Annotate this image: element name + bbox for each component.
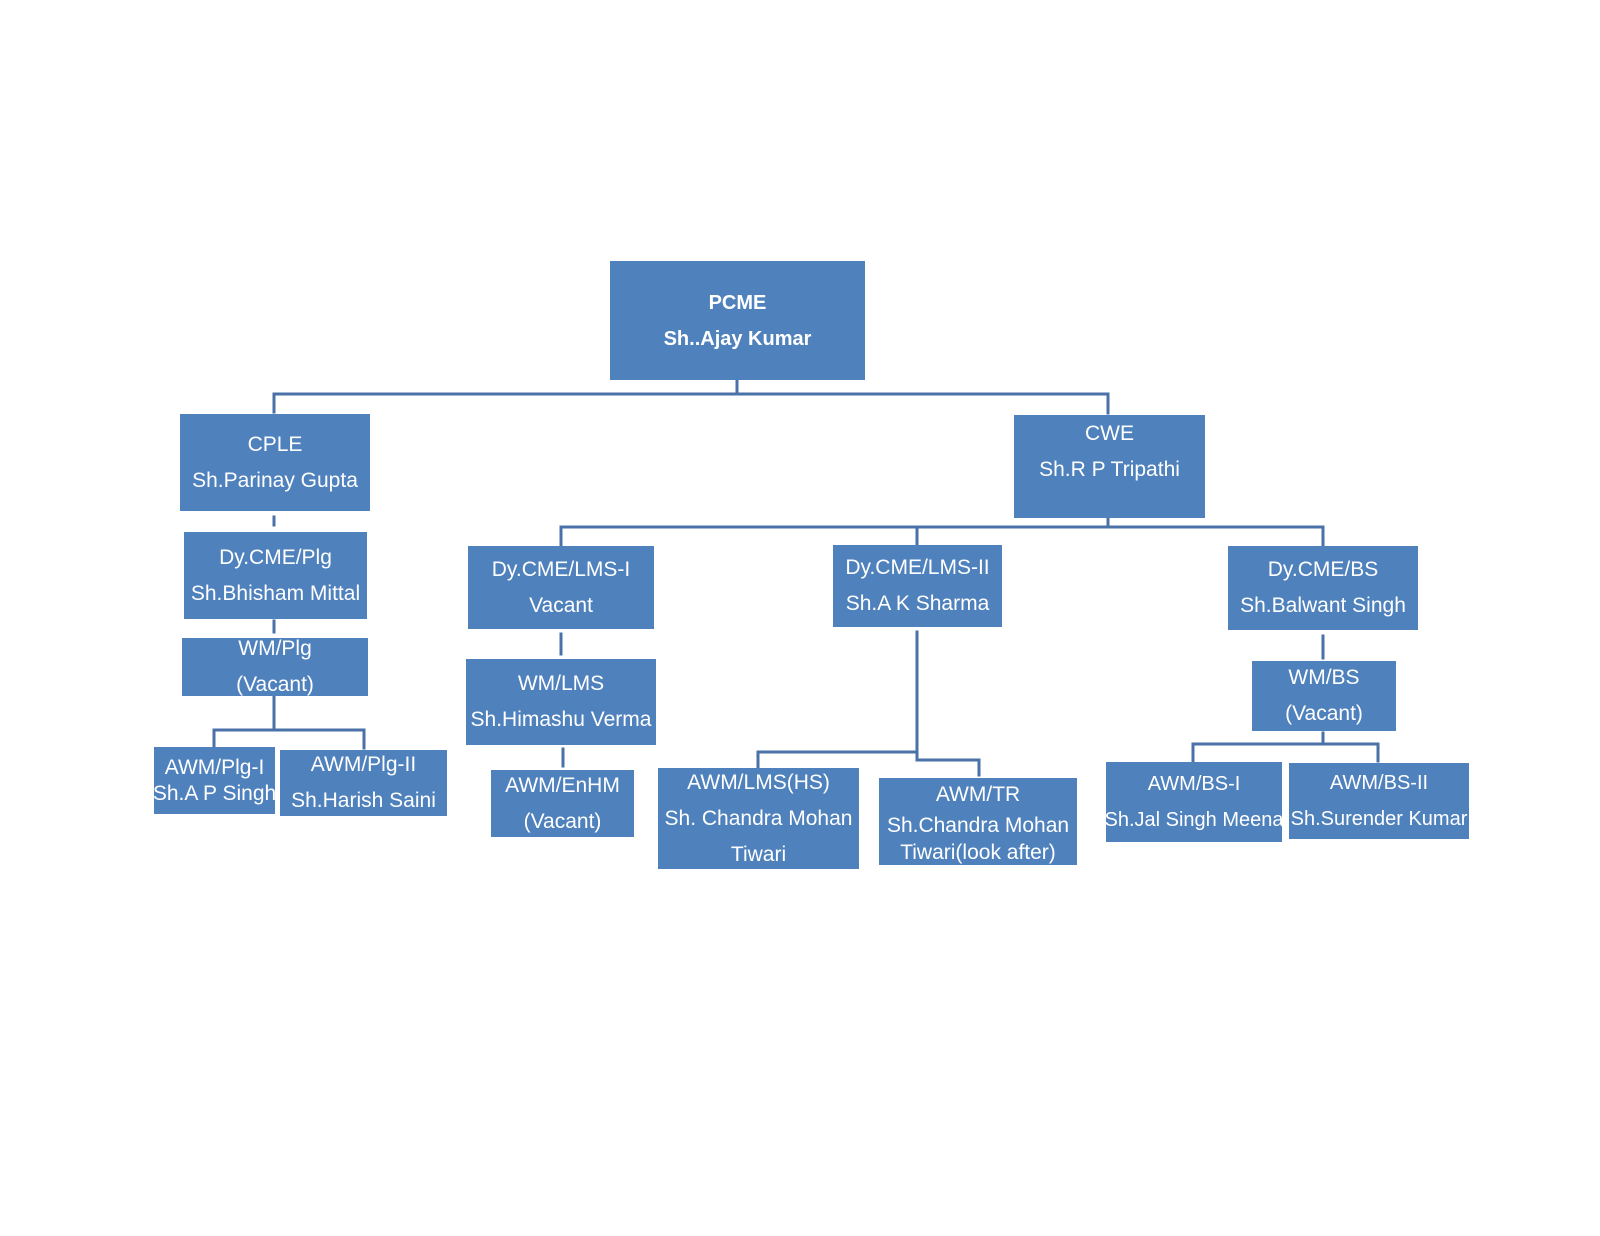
node-title: AWM/Plg-II	[310, 753, 417, 776]
node-title: WM/BS	[1288, 666, 1360, 689]
node-awm-bs-2: AWM/BS-II Sh.Surender Kumar	[1289, 763, 1469, 839]
node-title: AWM/Plg-I	[164, 755, 265, 779]
node-name: Sh.Bhisham Mittal	[190, 581, 361, 605]
node-pcme: PCME Sh..Ajay Kumar	[610, 261, 865, 380]
node-wm-bs: WM/BS (Vacant)	[1252, 661, 1396, 731]
node-wm-plg: WM/Plg (Vacant)	[182, 638, 368, 696]
node-name-line1: Sh. Chandra Mohan	[664, 806, 853, 830]
node-title: CWE	[1085, 422, 1134, 445]
node-name: Sh.Himashu Verma	[470, 708, 652, 731]
node-title: WM/LMS	[517, 672, 605, 695]
node-title: Dy.CME/LMS-I	[491, 557, 631, 581]
node-cple: CPLE Sh.Parinay Gupta	[180, 414, 370, 511]
node-name: Sh.A P Singh	[154, 781, 275, 805]
node-awm-plg-1: AWM/Plg-I Sh.A P Singh	[154, 747, 275, 814]
node-name: Sh.Balwant Singh	[1240, 594, 1406, 617]
node-title: PCME	[708, 291, 767, 314]
node-name: Sh.R P Tripathi	[1039, 458, 1180, 481]
node-title: Dy.CME/Plg	[219, 545, 332, 569]
node-name-line2: Tiwari	[730, 842, 787, 866]
node-awm-tr: AWM/TR Sh.Chandra Mohan Tiwari(look afte…	[879, 778, 1077, 865]
node-awm-lms-hs: AWM/LMS(HS) Sh. Chandra Mohan Tiwari	[658, 768, 859, 869]
node-name: Sh..Ajay Kumar	[663, 327, 812, 350]
node-title: CPLE	[247, 432, 303, 456]
node-title: Dy.CME/BS	[1267, 558, 1379, 581]
node-awm-enhm: AWM/EnHM (Vacant)	[491, 770, 634, 837]
node-name: Sh.Parinay Gupta	[192, 468, 358, 492]
node-title: Dy.CME/LMS-II	[845, 556, 990, 579]
node-dycme-plg: Dy.CME/Plg Sh.Bhisham Mittal	[184, 532, 367, 619]
node-name: (Vacant)	[1285, 702, 1363, 725]
node-wm-lms: WM/LMS Sh.Himashu Verma	[466, 659, 656, 745]
node-dycme-bs: Dy.CME/BS Sh.Balwant Singh	[1228, 546, 1418, 630]
node-name: Sh.A K Sharma	[845, 592, 990, 615]
node-name: (Vacant)	[236, 673, 314, 696]
node-title: WM/Plg	[238, 638, 312, 660]
node-name: Vacant	[529, 593, 593, 617]
node-cwe: CWE Sh.R P Tripathi	[1014, 415, 1205, 518]
node-name: Sh.Harish Saini	[291, 789, 436, 812]
node-name: Sh.Surender Kumar	[1290, 808, 1468, 830]
node-title: AWM/LMS(HS)	[687, 770, 830, 794]
node-awm-plg-2: AWM/Plg-II Sh.Harish Saini	[280, 750, 447, 816]
node-name: (Vacant)	[523, 809, 602, 833]
node-awm-bs-1: AWM/BS-I Sh.Jal Singh Meena	[1106, 762, 1282, 842]
node-dycme-lms-1: Dy.CME/LMS-I Vacant	[468, 546, 654, 629]
node-name: Sh.Jal Singh Meena	[1106, 809, 1282, 831]
node-name-line2: Tiwari(look after)	[900, 840, 1056, 864]
node-title: AWM/BS-I	[1147, 773, 1241, 795]
node-title: AWM/BS-II	[1329, 772, 1429, 794]
node-title: AWM/EnHM	[505, 773, 620, 797]
node-title: AWM/TR	[935, 782, 1021, 806]
node-dycme-lms-2: Dy.CME/LMS-II Sh.A K Sharma	[833, 545, 1002, 627]
node-name-line1: Sh.Chandra Mohan	[886, 813, 1070, 837]
